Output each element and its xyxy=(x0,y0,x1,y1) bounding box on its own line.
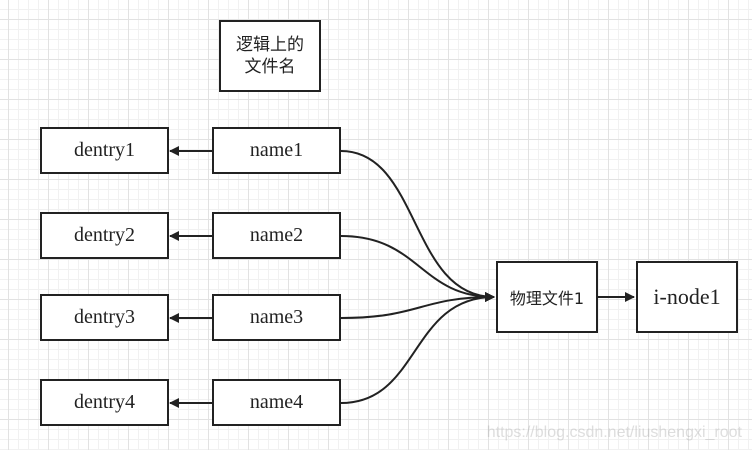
name-label: name3 xyxy=(249,306,304,328)
name-label: name2 xyxy=(249,224,304,246)
inode-box: i-node1 xyxy=(636,261,738,333)
dentry-box-2: dentry2 xyxy=(40,212,169,259)
name-box-3: name3 xyxy=(212,294,341,341)
curve-name4-physical-file xyxy=(340,292,495,404)
inode-label: i-node1 xyxy=(653,284,721,309)
logical-filename-box: 逻辑上的 文件名 xyxy=(219,20,321,92)
curve-name2-physical-file xyxy=(340,235,495,302)
dentry-box-1: dentry1 xyxy=(40,127,169,174)
dentry-box-3: dentry3 xyxy=(40,294,169,341)
name-label: name1 xyxy=(249,139,304,161)
watermark-text: https://blog.csdn.net/liushengxi_root xyxy=(486,424,742,441)
name-box-4: name4 xyxy=(212,379,341,426)
dentry-label: dentry4 xyxy=(73,391,136,413)
dentry-label: dentry3 xyxy=(73,306,136,328)
physical-file-box: 物理文件1 xyxy=(496,261,598,333)
name-label: name4 xyxy=(249,391,304,413)
curve-name1-physical-file xyxy=(340,150,495,302)
dentry-label: dentry1 xyxy=(73,139,136,161)
name-box-1: name1 xyxy=(212,127,341,174)
dentry-label: dentry2 xyxy=(73,224,136,246)
dentry-box-4: dentry4 xyxy=(40,379,169,426)
logical-filename-label: 逻辑上的 文件名 xyxy=(236,35,304,77)
name-box-2: name2 xyxy=(212,212,341,259)
physical-file-label: 物理文件1 xyxy=(509,289,585,308)
curve-name3-physical-file xyxy=(340,292,495,319)
